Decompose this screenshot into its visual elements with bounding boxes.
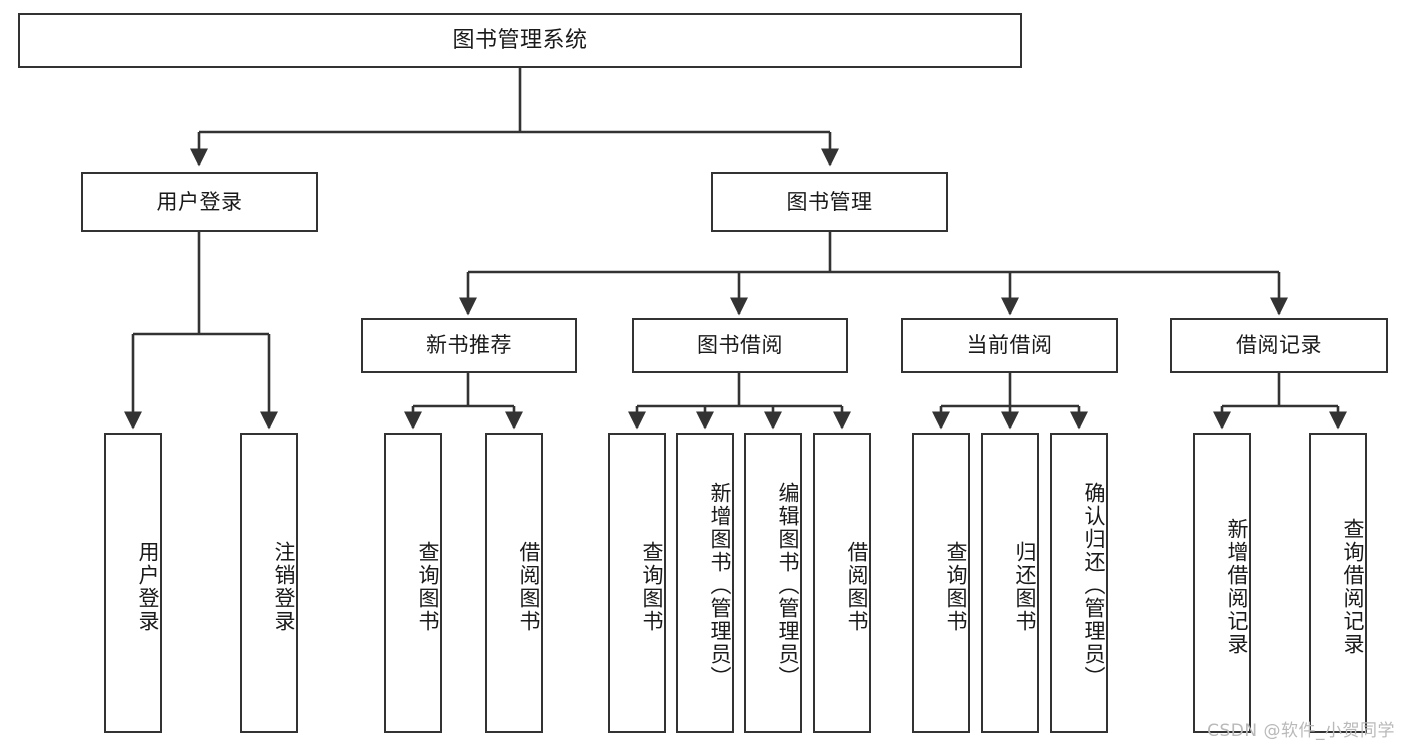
node-borrow-record[interactable]: 借阅记录 xyxy=(1170,318,1388,373)
leaf-current-borrow-confirm-return-admin[interactable]: 确认归还（管理员） xyxy=(1050,433,1108,733)
leaf-current-borrow-return-book[interactable]: 归还图书 xyxy=(981,433,1039,733)
leaf-book-borrow-query-book[interactable]: 查询图书 xyxy=(608,433,666,733)
node-new-book-recommend[interactable]: 新书推荐 xyxy=(361,318,577,373)
leaf-book-borrow-add-book-admin[interactable]: 新增图书（管理员） xyxy=(676,433,734,733)
leaf-book-borrow-edit-book-admin[interactable]: 编辑图书（管理员） xyxy=(744,433,802,733)
node-book-borrow[interactable]: 图书借阅 xyxy=(632,318,848,373)
leaf-borrow-record-query-record[interactable]: 查询借阅记录 xyxy=(1309,433,1367,733)
leaf-borrow-record-add-record[interactable]: 新增借阅记录 xyxy=(1193,433,1251,733)
leaf-new-book-query-book[interactable]: 查询图书 xyxy=(384,433,442,733)
csdn-watermark: CSDN @软件_小贺同学 xyxy=(1207,721,1395,741)
node-user-login[interactable]: 用户登录 xyxy=(81,172,318,232)
leaf-user-login-signin[interactable]: 用户登录 xyxy=(104,433,162,733)
leaf-book-borrow-borrow-book[interactable]: 借阅图书 xyxy=(813,433,871,733)
node-book-management[interactable]: 图书管理 xyxy=(711,172,948,232)
leaf-new-book-borrow-book[interactable]: 借阅图书 xyxy=(485,433,543,733)
leaf-current-borrow-query-book[interactable]: 查询图书 xyxy=(912,433,970,733)
node-current-borrow[interactable]: 当前借阅 xyxy=(901,318,1118,373)
leaf-user-login-signout[interactable]: 注销登录 xyxy=(240,433,298,733)
node-root-book-management-system[interactable]: 图书管理系统 xyxy=(18,13,1022,68)
